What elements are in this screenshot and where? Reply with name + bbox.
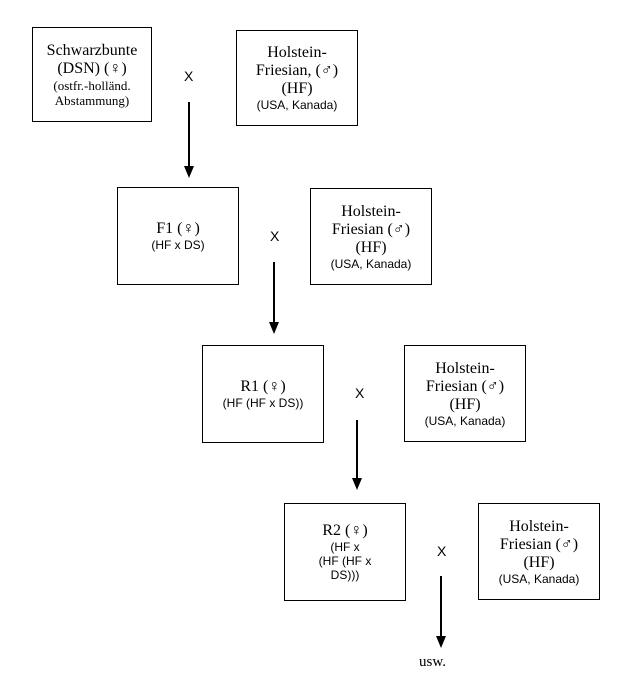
hf-name-2b: Friesian (♂) (331, 220, 411, 238)
hf-origin-3: (USA, Kanada) (424, 413, 506, 428)
r2-title: R2 (♀) (322, 522, 368, 539)
hf-origin-4: (USA, Kanada) (498, 571, 580, 586)
f1-cross: (HF x DS) (151, 238, 205, 252)
hf-abbrev-4: (HF) (523, 553, 555, 571)
box-r1: R1 (♀) (HF (HF x DS)) (202, 345, 324, 443)
r1-title: R1 (♀) (240, 378, 286, 395)
r1-cross: (HF (HF x DS)) (222, 396, 304, 410)
hf-name-2a: Holstein- (341, 202, 401, 220)
hf-origin-1: (USA, Kanada) (256, 98, 338, 112)
hf-name-3a: Holstein- (435, 359, 495, 377)
hf-abbrev-3: (HF) (449, 395, 481, 413)
continuation-label: usw. (419, 654, 446, 670)
hf-abbrev-1: (HF) (281, 80, 313, 97)
dsn-origin-2: Abstammung) (54, 92, 130, 108)
hf-name-4a: Holstein- (509, 517, 569, 535)
arrow-4 (436, 576, 446, 648)
hf-name-1a: Holstein- (267, 44, 327, 61)
r2-cross-3: DS))) (330, 568, 360, 582)
hf-name-3b: Friesian (♂) (425, 377, 505, 395)
r2-cross-1: (HF x (330, 540, 360, 554)
r2-cross-2: (HF (HF x (318, 554, 372, 568)
dsn-abbrev: (DSN) (♀) (57, 59, 127, 77)
hf-origin-2: (USA, Kanada) (330, 256, 412, 271)
cross-symbol-4: X (437, 543, 447, 559)
cross-symbol-1: X (184, 68, 194, 84)
f1-title: F1 (♀) (156, 220, 200, 237)
hf-name-4b: Friesian (♂) (499, 535, 579, 553)
box-holstein-friesian-4: Holstein- Friesian (♂) (HF) (USA, Kanada… (478, 503, 600, 600)
box-r2: R2 (♀) (HF x (HF (HF x DS))) (284, 503, 406, 601)
cross-symbol-3: X (355, 385, 365, 401)
box-holstein-friesian-1: Holstein- Friesian, (♂) (HF) (USA, Kanad… (236, 30, 358, 126)
arrow-2 (269, 262, 279, 334)
hf-abbrev-2: (HF) (355, 238, 387, 256)
cross-symbol-2: X (270, 228, 280, 244)
box-f1: F1 (♀) (HF x DS) (117, 187, 239, 285)
box-holstein-friesian-2: Holstein- Friesian (♂) (HF) (USA, Kanada… (310, 188, 432, 285)
dsn-origin-1: (ostfr.-holländ. (53, 77, 131, 93)
dsn-name: Schwarzbunte (46, 41, 138, 59)
arrow-1 (184, 102, 194, 178)
box-schwarzbunte-dsn: Schwarzbunte (DSN) (♀) (ostfr.-holländ. … (32, 27, 152, 122)
arrow-3 (352, 420, 362, 490)
hf-name-1b: Friesian, (♂) (255, 62, 339, 79)
box-holstein-friesian-3: Holstein- Friesian (♂) (HF) (USA, Kanada… (404, 345, 526, 442)
